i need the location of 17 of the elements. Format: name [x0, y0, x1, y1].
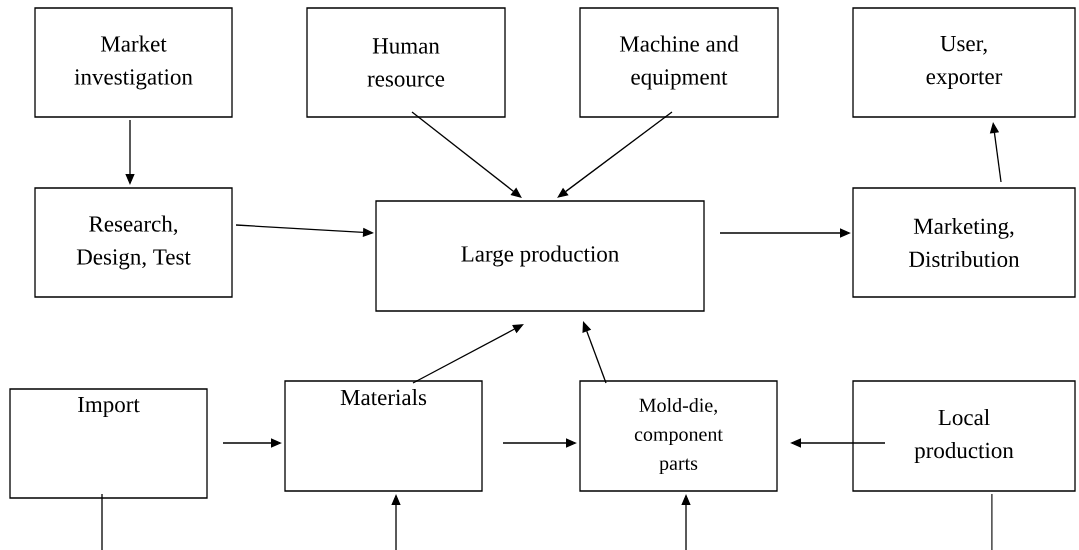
- connector-line: [101, 493, 103, 550]
- process-box: Human resource: [306, 7, 506, 118]
- process-box: Materials: [284, 380, 483, 492]
- process-box: Local production: [852, 380, 1076, 492]
- process-box: Mold-die, component parts: [579, 380, 778, 492]
- arrow: [582, 321, 607, 384]
- process-box: Large production: [375, 200, 705, 312]
- process-box: Research, Design, Test: [34, 187, 233, 298]
- arrow: [557, 111, 673, 198]
- process-box: Marketing, Distribution: [852, 187, 1076, 298]
- process-box: Import: [9, 388, 208, 499]
- arrow: [411, 111, 522, 198]
- process-box: User, exporter: [852, 7, 1076, 118]
- process-box: Market investigation: [34, 7, 233, 118]
- process-box: Machine and equipment: [579, 7, 779, 118]
- arrow: [412, 324, 524, 384]
- connector-line: [991, 493, 993, 550]
